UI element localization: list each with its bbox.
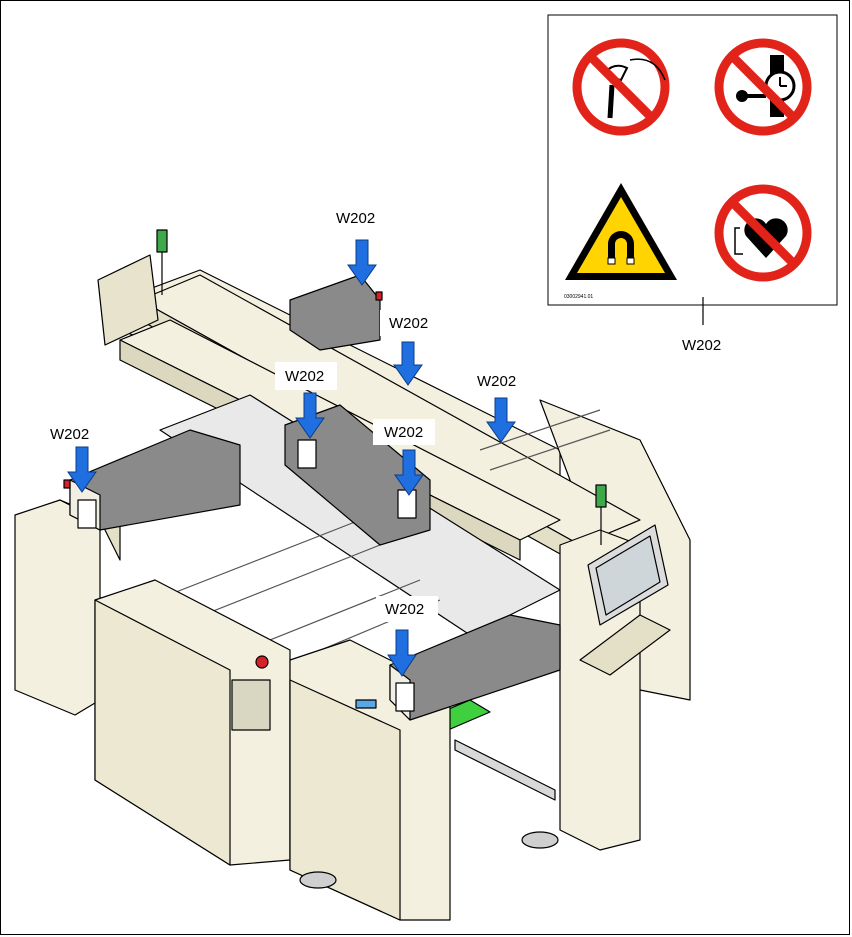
panel-code: 03002941.01	[564, 294, 593, 300]
left-cabinet	[15, 500, 100, 715]
placement-head-rear	[290, 275, 380, 350]
no-metal-objects-watches-icon	[719, 43, 807, 131]
callout-label: W202	[384, 424, 423, 441]
head-warning-label	[298, 440, 316, 468]
callout-label: W202	[389, 315, 428, 332]
placement-machine	[15, 230, 690, 920]
callout-label: W202	[50, 426, 89, 443]
no-pacemakers-icon	[719, 189, 807, 277]
emergency-stop-button	[256, 656, 268, 668]
control-panel	[232, 680, 270, 730]
panel-label: W202	[682, 337, 721, 354]
signal-beacon-right	[596, 485, 606, 507]
callout-label: W202	[385, 601, 424, 618]
callout-label: W202	[336, 210, 375, 227]
safety-sign-panel: 03002941.01	[548, 15, 837, 305]
callout-label: W202	[285, 368, 324, 385]
head-warning-label	[78, 500, 96, 528]
callout-w202: W202	[326, 204, 388, 285]
foot-right	[522, 832, 558, 848]
head-warning-label	[398, 490, 416, 518]
callout-label: W202	[477, 373, 516, 390]
signal-beacon-left	[157, 230, 167, 252]
foot-left	[300, 872, 336, 888]
no-metal-implants-icon	[577, 43, 665, 131]
head-warning-label	[396, 683, 414, 711]
